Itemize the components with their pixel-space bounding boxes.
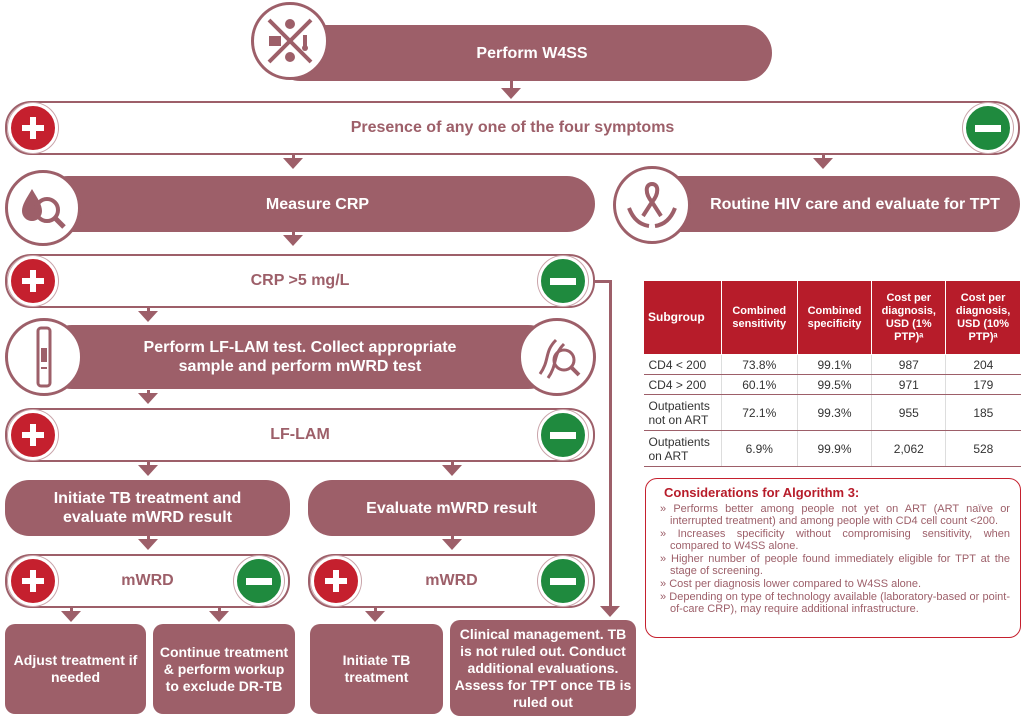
symptoms-label: Presence of any one of the four symptoms (350, 119, 675, 136)
clinical-management-box: Clinical management. TB is not ruled out… (450, 620, 636, 716)
mwrd-right-label: mWRD (425, 572, 478, 589)
table-row: Outpatients not on ART 72.1% 99.3% 955 1… (643, 394, 1021, 431)
list-item: Performs better among people not yet on … (658, 503, 1010, 527)
minus-icon (538, 410, 588, 460)
plus-icon (8, 410, 58, 460)
crp-result-label: CRP >5 mg/L (250, 272, 350, 289)
table-row: CD4 < 200 73.8% 99.1% 987 204 (643, 354, 1021, 375)
adjust-label: Adjust treatment if needed (13, 652, 138, 685)
measure-crp-bar: Measure CRP (40, 176, 595, 232)
table-row: Outpatients on ART 6.9% 99.9% 2,062 528 (643, 430, 1021, 467)
evaluate-mwrd-bar: Evaluate mWRD result (308, 480, 595, 536)
clinical-label: Clinical management. TB is not ruled out… (454, 625, 632, 710)
mwrd-left-label: mWRD (121, 572, 174, 589)
table-header: Combined specificity (796, 280, 873, 355)
minus-icon (538, 556, 588, 606)
plus-icon (311, 556, 361, 606)
routine-hiv-label: Routine HIV care and evaluate for TPT (710, 195, 1000, 213)
table-header: Cost per diagnosis, USD (1% PTP)ᵃ (871, 280, 947, 355)
initiate-tb-eval-bar: Initiate TB treatment and evaluate mWRD … (5, 480, 290, 536)
considerations-box: Considerations for Algorithm 3: Performs… (645, 478, 1021, 638)
table-header: Subgroup (643, 280, 722, 355)
lflam-test-label: Perform LF-LAM test. Collect appropriate… (143, 339, 457, 375)
list-item: Depending on type of technology availabl… (658, 591, 1010, 615)
lf-lam-strip-icon (5, 318, 83, 396)
plus-icon (8, 256, 58, 306)
hiv-ribbon-icon (613, 166, 691, 244)
minus-icon (963, 103, 1013, 153)
table-row: CD4 > 200 60.1% 99.5% 971 179 (643, 374, 1021, 395)
crp-result-box: CRP >5 mg/L (5, 254, 595, 308)
table-header: Combined sensitivity (720, 280, 798, 355)
minus-icon (234, 556, 284, 606)
table-header: Cost per diagnosis, USD (10% PTP)ᵃ (945, 280, 1021, 355)
initiate-tb-label: Initiate TB treatment (342, 652, 411, 685)
w4ss-bar: Perform W4SS (272, 25, 772, 81)
list-item: Cost per diagnosis lower compared to W4S… (658, 578, 1010, 590)
initiate-tb-eval-label: Initiate TB treatment and evaluate mWRD … (53, 490, 242, 526)
measure-crp-label: Measure CRP (265, 195, 370, 213)
symptoms-icon (251, 2, 329, 80)
continue-treatment-box: Continue treatment & perform workup to e… (153, 624, 295, 714)
routine-hiv-bar: Routine HIV care and evaluate for TPT (650, 176, 1020, 232)
considerations-title: Considerations for Algorithm 3: (664, 485, 860, 500)
lflam-test-bar: Perform LF-LAM test. Collect appropriate… (40, 325, 560, 389)
list-item: Increases specificity without compromisi… (658, 528, 1010, 552)
minus-icon (538, 256, 588, 306)
plus-icon (8, 103, 58, 153)
list-item: Higher number of people found immediatel… (658, 553, 1010, 577)
adjust-treatment-box: Adjust treatment if needed (5, 624, 146, 714)
symptoms-box: Presence of any one of the four symptoms (5, 101, 1020, 155)
lflam-label: LF-LAM (270, 426, 330, 443)
initiate-tb-box: Initiate TB treatment (310, 624, 443, 714)
plus-icon (8, 556, 58, 606)
crp-icon (5, 170, 81, 246)
evaluate-mwrd-label: Evaluate mWRD result (366, 499, 537, 517)
dna-icon (518, 318, 596, 396)
lflam-box: LF-LAM (5, 408, 595, 462)
w4ss-label: Perform W4SS (476, 44, 588, 62)
performance-table: Subgroup Combined sensitivity Combined s… (643, 280, 1021, 467)
continue-label: Continue treatment & perform workup to e… (159, 643, 289, 694)
